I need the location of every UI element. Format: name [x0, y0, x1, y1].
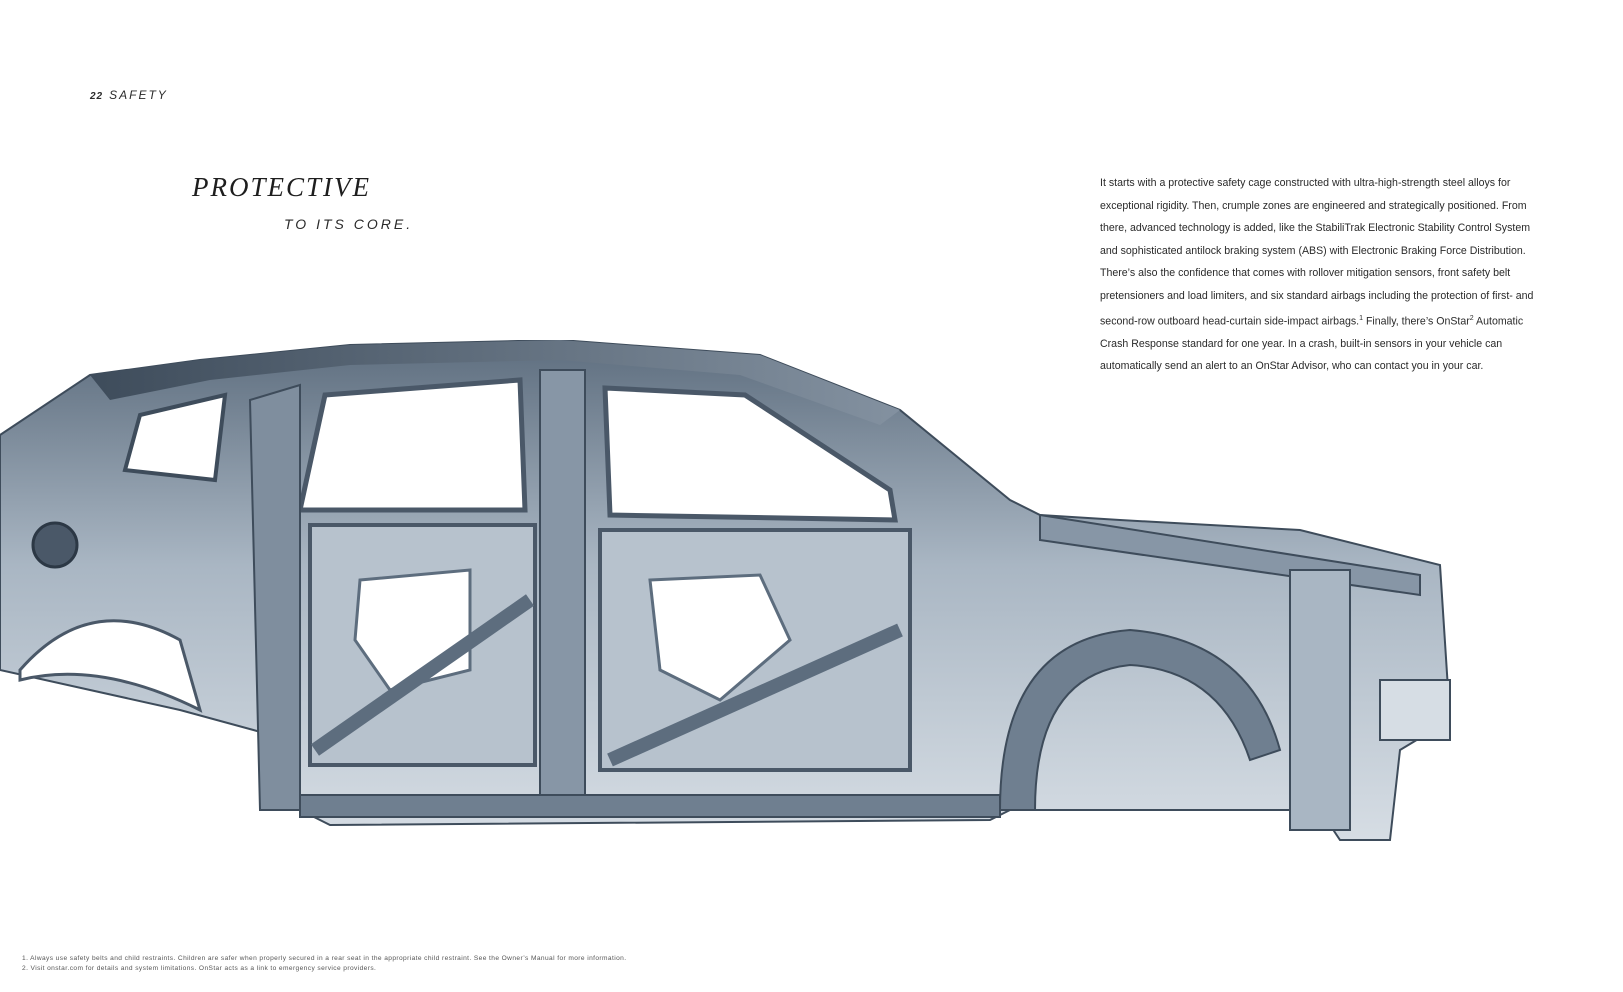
page-header: 22 SAFETY: [90, 88, 168, 102]
footnotes: 1. Always use safety belts and child res…: [22, 954, 626, 974]
car-body-frame-illustration: [0, 340, 1452, 841]
footnote-ref-2: 2: [1469, 314, 1474, 322]
footnote-ref-1: 1: [1359, 314, 1364, 322]
footnote-2: 2. Visit onstar.com for details and syst…: [22, 965, 377, 972]
body-text-part-2: Finally, there’s OnStar: [1363, 315, 1470, 328]
body-text-part-1: It starts with a protective safety cage …: [1100, 177, 1534, 328]
section-label: SAFETY: [109, 88, 168, 102]
body-paragraph: It starts with a protective safety cage …: [1100, 172, 1550, 378]
page-subtitle: TO ITS CORE.: [284, 216, 414, 232]
body-text-part-3: Automatic Crash Response standard for on…: [1100, 315, 1524, 373]
page-title: PROTECTIVE: [192, 172, 371, 202]
page-number: 22: [90, 91, 104, 102]
footnote-1: 1. Always use safety belts and child res…: [22, 955, 627, 962]
